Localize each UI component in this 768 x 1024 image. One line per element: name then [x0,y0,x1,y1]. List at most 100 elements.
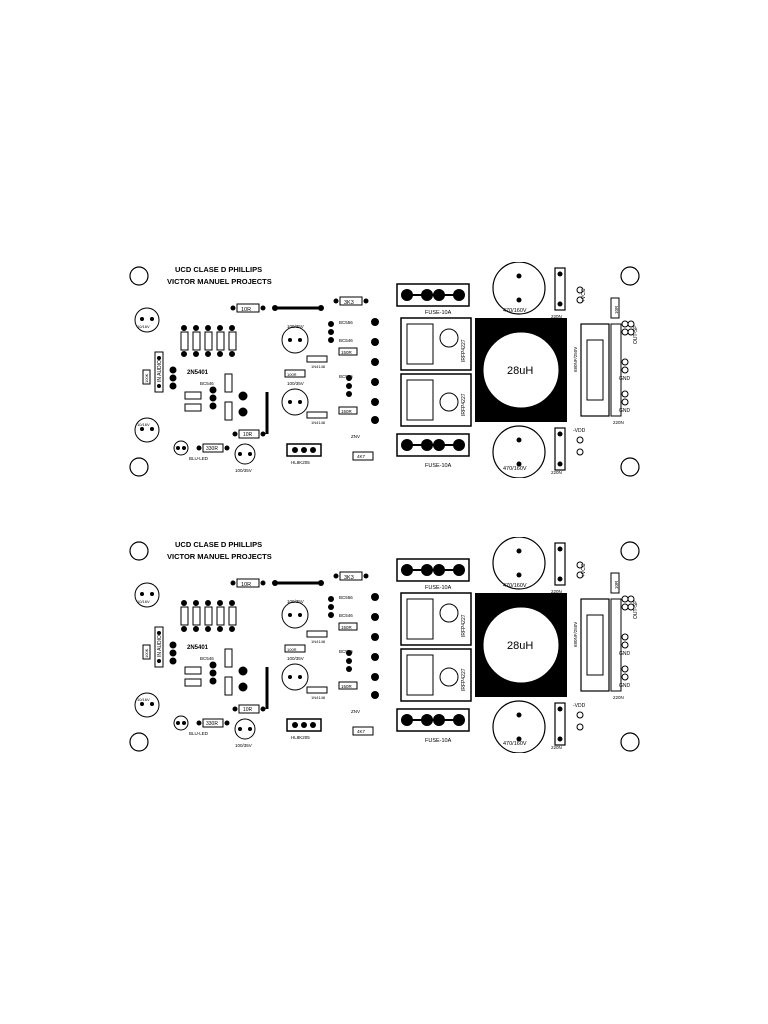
diode-1n4148-bot: 1N4148 [306,686,328,700]
svg-text:FUSE-10A: FUSE-10A [425,585,452,591]
capacitor-470-160v-bottom: 470/160V [492,700,546,753]
svg-text:150R: 150R [341,684,353,689]
svg-text:1N4148: 1N4148 [311,364,326,369]
svg-text:1N4148: 1N4148 [311,695,326,700]
board-title: UCD CLASE D PHILLIPS [175,540,262,549]
svg-text:-VDD: -VDD [573,703,586,709]
label-2n5401: 2N5401 [187,370,209,376]
svg-text:100/35V: 100/35V [287,324,304,329]
input-audio-connector: IN AUDIO 100K [142,351,164,393]
resistor-150r-bot: 150R [338,681,358,690]
svg-text:+VCC: +VCC [581,563,587,577]
svg-text:10R: 10R [241,582,251,588]
mounting-hole [129,732,149,752]
resistor-100r: 100R [284,369,306,378]
svg-text:OUT-SP: OUT-SP [633,600,639,619]
capacitor-470-160v-bottom: 470/160V [492,425,546,478]
resistor-3k3: 3K3 [333,296,369,306]
mosfet-bottom: IRFP4227 [400,373,472,427]
resistor-150r-bot: 150R [338,406,358,415]
svg-text:IN AUDIO: IN AUDIO [157,360,163,382]
svg-text:GND: GND [619,408,631,414]
output-speaker-terminal: OUT-SP [621,595,639,619]
board-subtitle: VICTOR MANUEL PROJECTS [167,277,272,286]
svg-text:IRFP4227: IRFP4227 [461,339,467,362]
svg-text:10/16V: 10/16V [137,599,150,604]
label-bc556-b: BC556 [339,649,353,654]
resistor-330r: 330R [196,443,230,453]
svg-text:100/35V: 100/35V [287,656,304,661]
output-speaker-terminal: OUT-SP [621,320,639,344]
capacitor-680nf-250v: 680NF/250V [573,598,610,692]
svg-text:1N4148: 1N4148 [311,420,326,425]
svg-text:4K7: 4K7 [357,454,366,459]
connector-hl8k205: HL8K205 [286,443,322,465]
capacitor-220n-right: 220N [610,323,624,425]
resistor-10r-right: 10R [610,297,620,319]
fuse-bottom: FUSE-10A [396,708,470,744]
vcc-terminal: +VCC [576,561,587,579]
gnd-terminal-b: GND [619,390,631,414]
mounting-hole [620,732,640,752]
svg-text:FUSE-10A: FUSE-10A [425,310,452,316]
gnd-terminal-a: GND [619,358,631,382]
capacitor-220n-bottom: 220N [551,427,566,475]
label-zener: ZNV [351,434,360,439]
resistor-10r-top: 10R [230,303,324,313]
svg-text:220N: 220N [613,420,624,425]
svg-text:FUSE-10A: FUSE-10A [425,738,452,744]
label-bc546: BC546 [339,338,353,343]
mosfet-top: IRFP4227 [400,317,472,371]
svg-text:BLU-LED: BLU-LED [189,731,209,736]
svg-text:470/160V: 470/160V [503,466,527,472]
label-bc556-b: BC556 [339,374,353,379]
capacitor-220n-bottom: 220N [551,702,566,750]
diode-1n4148-top: 1N4148 [306,355,328,369]
svg-text:OUT-SP: OUT-SP [633,325,639,344]
driver-transistor-bot [346,375,352,397]
pcb-layout-2: UCD CLASE D PHILLIPS VICTOR MANUEL PROJE… [129,537,640,753]
svg-text:FUSE-10A: FUSE-10A [425,463,452,469]
svg-text:100R: 100R [287,647,297,652]
pcb-board-2: UCD CLASE D PHILLIPS VICTOR MANUEL PROJE… [125,537,645,753]
svg-text:100/35V: 100/35V [235,743,252,748]
resistor-10r-mid: 10R [232,429,266,439]
svg-text:-VDD: -VDD [573,428,586,434]
label-2n5401: 2N5401 [187,645,209,651]
inductor-28uh: 28uH [475,318,567,422]
mounting-hole [620,541,640,561]
svg-text:330R: 330R [206,446,218,452]
mosfet-top: IRFP4227 [400,592,472,646]
inductor-28uh: 28uH [475,593,567,697]
svg-text:220N: 220N [551,314,562,319]
capacitor-10-16-a: 10/16V [134,307,160,333]
gnd-terminal-a: GND [619,633,631,657]
svg-text:220N: 220N [551,589,562,594]
driver-transistor-top [328,596,334,618]
connector-hl8k205: HL8K205 [286,718,322,740]
vcc-terminal: +VCC [576,286,587,304]
resistor-10r-right: 10R [610,572,620,594]
led-blue: BLU-LED [173,440,209,461]
resistor-4k7: 4K7 [352,726,374,736]
svg-text:680NF/250V: 680NF/250V [573,347,578,372]
svg-text:4K7: 4K7 [357,729,366,734]
label-bc546: BC546 [339,613,353,618]
mounting-hole [620,266,640,286]
svg-text:28uH: 28uH [507,365,533,377]
fuse-bottom: FUSE-10A [396,433,470,469]
svg-text:1N4148: 1N4148 [311,639,326,644]
resistor-150r-top: 150R [338,622,358,631]
resistor-10r-top: 10R [230,578,324,588]
input-audio-connector: IN AUDIO 100K [142,626,164,668]
board-title: UCD CLASE D PHILLIPS [175,265,262,274]
svg-text:BLU-LED: BLU-LED [189,456,209,461]
svg-text:150R: 150R [341,350,353,355]
gate-pads [371,593,379,699]
mounting-hole [620,457,640,477]
svg-text:10R: 10R [241,307,251,313]
capacitor-10-16-b: 10/16V [134,692,160,718]
svg-text:HL8K205: HL8K205 [291,460,310,465]
capacitor-220n-top: 220N [551,267,566,319]
svg-text:150R: 150R [341,409,353,414]
